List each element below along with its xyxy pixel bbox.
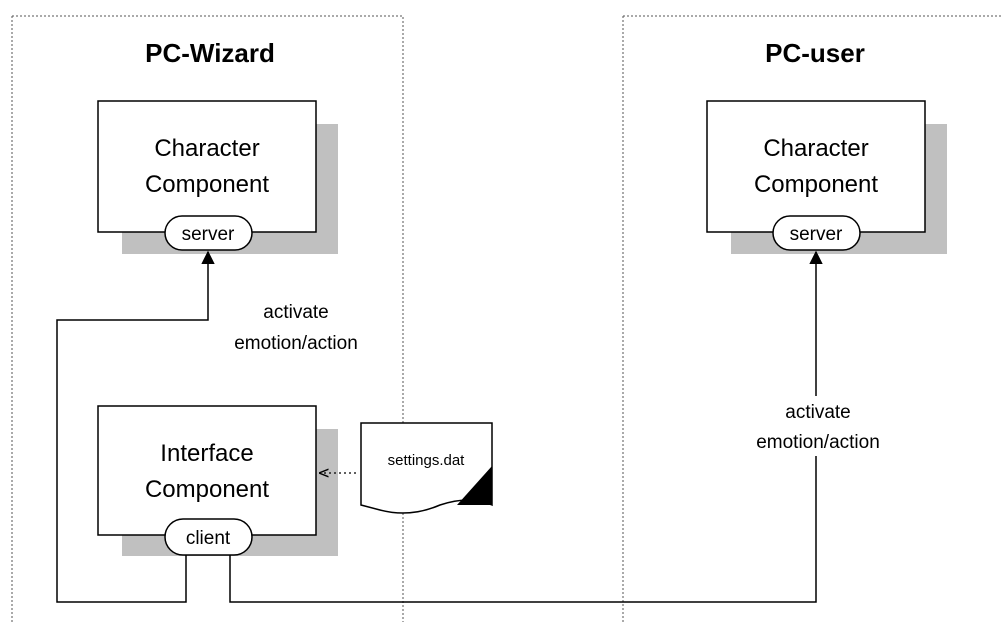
wizard-server-port[interactable]: server (164, 215, 253, 251)
wizard-activate-label-line2: emotion/action (234, 333, 358, 354)
pc-user-boundary (622, 15, 1003, 622)
user-activate-label-line1: activate (785, 402, 850, 423)
component-label-line1: Character (154, 135, 259, 162)
wizard-activate-connector (56, 250, 215, 603)
component-label-line2: Component (754, 171, 878, 198)
client-port-label: client (186, 528, 231, 549)
user-server-port[interactable]: server (772, 215, 861, 251)
server-port-label: server (790, 224, 843, 245)
user-character-component: Character Component (706, 100, 947, 254)
settings-file-document[interactable]: settings.dat (360, 422, 493, 514)
server-port-label: server (182, 224, 235, 245)
component-label-line2: Component (145, 171, 269, 198)
pc-wizard-boundary (11, 15, 404, 622)
component-box (97, 405, 317, 536)
settings-file-label: settings.dat (388, 452, 466, 469)
component-label-line1: Character (763, 135, 868, 162)
component-box (97, 100, 317, 233)
wizard-activate-label-line1: activate (263, 302, 328, 323)
user-activate-label-line2: emotion/action (756, 432, 880, 453)
component-label-line1: Interface (160, 440, 253, 467)
component-label-line2: Component (145, 476, 269, 503)
component-box (706, 100, 926, 233)
label-background (776, 396, 858, 456)
wizard-client-port[interactable]: client (164, 518, 253, 556)
pc-wizard-title: PC-Wizard (145, 38, 275, 68)
pc-user-title: PC-user (765, 38, 865, 68)
wizard-character-component: Character Component (97, 100, 338, 254)
